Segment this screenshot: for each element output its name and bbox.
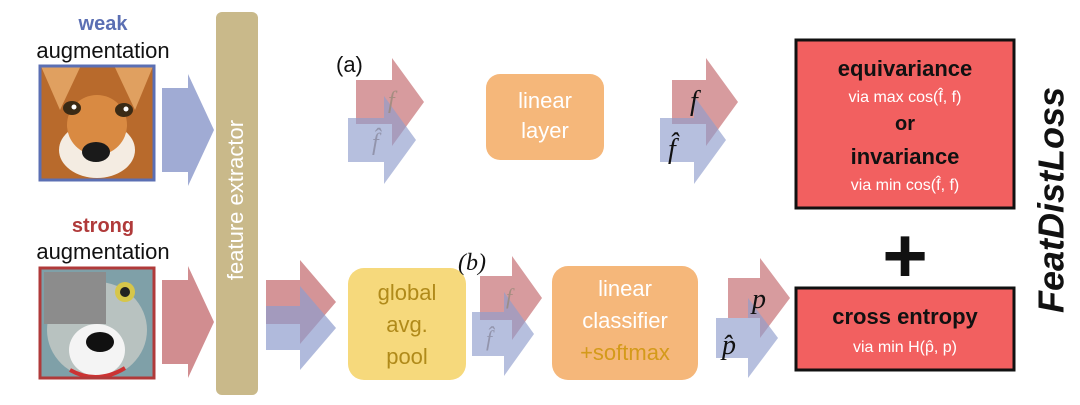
or-label: or — [895, 113, 915, 135]
classifier-line1: linear — [598, 276, 652, 301]
feature-loss-box — [794, 38, 1016, 210]
strong-label: strong — [72, 215, 134, 237]
weak-label: weak — [78, 13, 129, 35]
extractor-to-pool-arrow-weak — [266, 286, 336, 370]
linear-layer-line1: linear — [518, 88, 572, 113]
classifier-output-p: p — [750, 284, 766, 315]
branch-a-output-arrow-weak — [660, 96, 726, 184]
weak-input-arrow — [162, 74, 214, 186]
classifier-line2: classifier — [582, 308, 668, 333]
branch-a-f-label: f — [388, 88, 398, 114]
cross-entropy-box — [794, 286, 1016, 372]
equivariance-via: via max cos(f̂, f) — [849, 86, 962, 106]
invariance-via: via min cos(f̂, f) — [851, 174, 959, 194]
classifier-output-arrow-weak — [716, 298, 778, 378]
branch-a-input-arrow-weak — [348, 96, 416, 184]
equivariance-label: equivariance — [838, 56, 973, 81]
strong-augmented-image — [38, 266, 156, 380]
feature-extractor-label: feature extractor — [223, 120, 248, 280]
pool-line1: global — [378, 280, 437, 305]
pool-to-classifier-arrow-weak — [472, 292, 534, 376]
pool-line3: pool — [386, 344, 428, 369]
plus-sign: + — [882, 211, 928, 299]
classifier-output-phat: p̂ — [720, 330, 736, 361]
pool-line2: avg. — [386, 312, 428, 337]
linear-layer-box — [486, 74, 604, 160]
feature-extractor-block — [216, 12, 258, 395]
branch-a-output-f: f — [690, 86, 701, 117]
classifier-line3: +softmax — [580, 340, 670, 365]
linear-layer-line2: layer — [521, 118, 569, 143]
branch-a-marker: (a) — [336, 52, 363, 77]
branch-b-marker: (b) — [458, 250, 486, 276]
featdistloss-title: FeatDistLoss — [1031, 87, 1072, 313]
strong-input-arrow — [162, 266, 214, 378]
weak-augmented-image — [38, 64, 156, 182]
invariance-label: invariance — [851, 144, 960, 169]
cross-entropy-label: cross entropy — [832, 304, 978, 329]
weak-augmentation-label: augmentation — [36, 38, 169, 63]
linear-classifier-box — [552, 266, 698, 380]
branch-b-f-label: f — [506, 284, 515, 309]
cross-entropy-via: via min H(p̂, p) — [853, 339, 957, 356]
global-avg-pool-box — [348, 268, 466, 380]
branch-b-fhat-label: f̂ — [486, 326, 496, 351]
strong-augmentation-label: augmentation — [36, 239, 169, 264]
branch-a-fhat-label: f̂ — [372, 128, 382, 156]
